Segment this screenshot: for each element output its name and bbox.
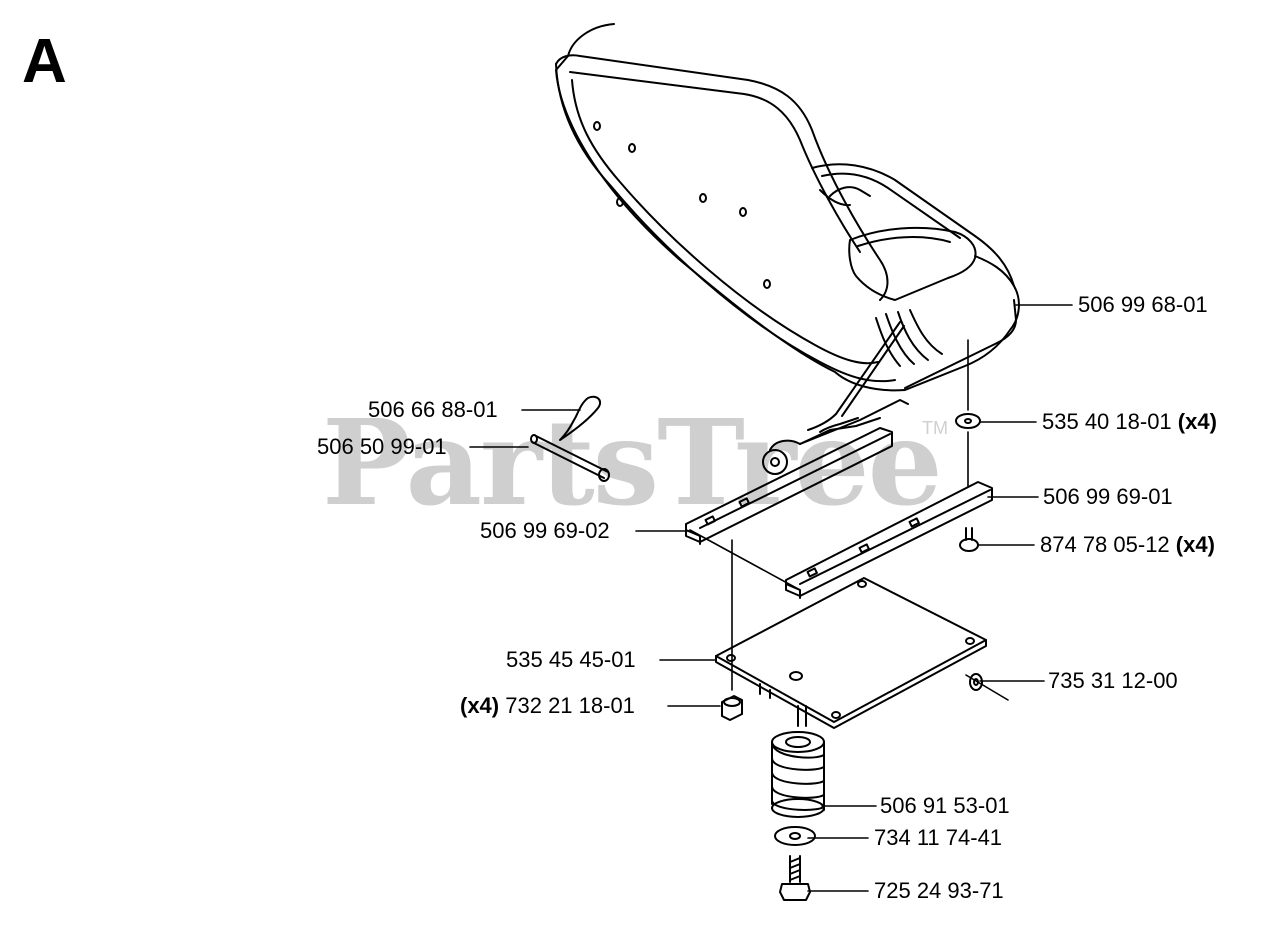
watermark-tm: TM (922, 418, 948, 438)
coil-spring (771, 731, 825, 818)
part-label-washer-top: 535 40 18-01 (x4) (1042, 409, 1217, 434)
part-label-clevis-pin: 506 50 99-01 (317, 434, 447, 459)
washer-bottom (774, 826, 816, 846)
base-plate (715, 577, 987, 729)
clevis-pin (530, 434, 610, 482)
hairpin-clip (559, 395, 602, 441)
part-label-base-plate: 535 45 45-01 (506, 647, 636, 672)
part-label-bolt-large: 725 24 93-71 (874, 878, 1004, 903)
part-label-slide-rail-right: 506 99 69-01 (1043, 484, 1173, 509)
part-label-lock-washer: 735 31 12-00 (1048, 668, 1178, 693)
washer-top (955, 413, 981, 429)
flange-nut (721, 695, 743, 721)
part-label-washer-bottom: 734 11 74-41 (874, 825, 1003, 850)
part-label-coil-spring: 506 91 53-01 (880, 793, 1010, 818)
part-label-seat: 506 99 68-01 (1078, 292, 1208, 317)
watermark: PartsTree (322, 393, 943, 532)
part-label-flange-nut: (x4) 732 21 18-01 (460, 693, 635, 718)
leader-lines (469, 304, 1073, 892)
slide-rail-right (785, 481, 993, 599)
lock-washer (969, 673, 983, 691)
part-label-hairpin-clip: 506 66 88-01 (368, 397, 498, 422)
seat-drawing (555, 23, 1020, 392)
bolt-small (959, 527, 979, 552)
bolt-large (779, 855, 811, 901)
slide-rail-left (685, 321, 909, 545)
part-label-slide-rail-left: 506 99 69-02 (480, 518, 610, 543)
section-letter: A (22, 27, 67, 96)
part-label-bolt-small: 874 78 05-12 (x4) (1040, 532, 1215, 557)
